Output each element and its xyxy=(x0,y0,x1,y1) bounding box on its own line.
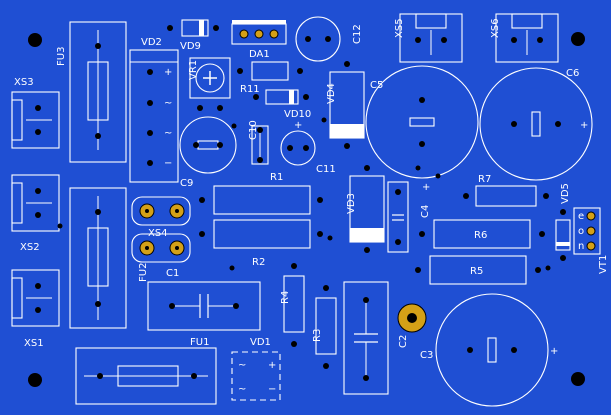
svg-text:+: + xyxy=(422,182,430,193)
label-xs4: XS4 xyxy=(148,228,168,239)
label-r11: R11 xyxy=(240,84,260,95)
bridge-vd2: + ~ ~ − xyxy=(129,49,179,183)
resistor-r1 xyxy=(199,185,323,215)
label-fu1: FU1 xyxy=(190,337,209,348)
label-xs5: XS5 xyxy=(394,18,405,38)
capacitor-c12 xyxy=(295,16,341,62)
label-vr1: VR1 xyxy=(188,60,199,80)
resistor-r2 xyxy=(199,219,323,249)
transistor-vt1: e o n xyxy=(573,207,601,255)
vt1-pin-mid: o xyxy=(578,226,584,237)
connector-xs4 xyxy=(131,196,191,263)
capacitor-c6: + xyxy=(479,67,593,181)
svg-text:~: ~ xyxy=(164,128,172,139)
label-xs1: XS1 xyxy=(24,338,44,349)
connector-xs6 xyxy=(495,13,559,63)
label-vd9: VD9 xyxy=(180,41,201,52)
fuse-fu2 xyxy=(69,187,127,329)
trimmer-vr1 xyxy=(189,57,231,111)
label-c1: C1 xyxy=(166,268,179,279)
label-xs3: XS3 xyxy=(14,77,34,88)
svg-text:+: + xyxy=(294,120,302,131)
label-fu2: FU2 xyxy=(138,263,149,282)
svg-text:−: − xyxy=(164,158,172,169)
capacitor-c4 xyxy=(387,181,409,253)
capacitor-c5: + xyxy=(365,65,479,193)
connector-xs1 xyxy=(11,269,60,327)
diode-vd5 xyxy=(555,209,571,261)
regulator-da1 xyxy=(231,20,287,45)
mount-hole-tr xyxy=(571,32,585,46)
label-c10: C10 xyxy=(248,120,259,140)
fuse-fu3 xyxy=(69,21,127,163)
capacitor-c11: + xyxy=(280,120,316,166)
label-r7: R7 xyxy=(478,174,491,185)
svg-text:+: + xyxy=(164,67,172,78)
resistor-r4 xyxy=(283,263,305,347)
mounting-holes xyxy=(28,32,585,387)
gold-pad-large xyxy=(397,303,427,333)
label-fu3: FU3 xyxy=(56,47,67,66)
label-vd1: VD1 xyxy=(250,337,271,348)
diode-vd4 xyxy=(329,61,365,149)
vias xyxy=(57,117,551,271)
label-c3: C3 xyxy=(420,350,433,361)
resistor-r7 xyxy=(463,185,549,207)
label-c11: C11 xyxy=(316,164,336,175)
label-r1: R1 xyxy=(270,172,283,183)
vt1-pin-top: e xyxy=(578,211,584,222)
resistor-r3 xyxy=(315,285,337,369)
resistor-r6 xyxy=(419,219,545,249)
svg-text:+: + xyxy=(268,360,276,371)
label-r4: R4 xyxy=(280,291,291,304)
label-c5: C5 xyxy=(370,80,383,91)
label-c4: C4 xyxy=(420,205,431,218)
label-r5: R5 xyxy=(470,266,483,277)
svg-text:~: ~ xyxy=(164,98,172,109)
label-c2: C2 xyxy=(398,335,409,348)
label-vd2: VD2 xyxy=(141,37,162,48)
label-vd3: VD3 xyxy=(346,193,357,214)
svg-text:~: ~ xyxy=(238,384,246,395)
label-xs6: XS6 xyxy=(490,18,501,38)
label-r3: R3 xyxy=(312,329,323,342)
diode-vd9 xyxy=(167,19,219,37)
capacitor-c9 xyxy=(179,116,237,174)
resistor-r11 xyxy=(237,61,303,81)
connector-xs2 xyxy=(11,174,60,232)
mount-hole-bl xyxy=(28,373,42,387)
resistor-r5 xyxy=(415,255,541,285)
label-xs2: XS2 xyxy=(20,242,40,253)
mount-hole-tl xyxy=(28,33,42,47)
svg-text:+: + xyxy=(580,120,588,131)
capacitor-c3: + xyxy=(435,293,558,407)
label-r6: R6 xyxy=(474,230,487,241)
vt1-pin-bot: n xyxy=(578,241,584,252)
capacitor-c1 xyxy=(147,281,261,331)
svg-text:−: − xyxy=(268,384,276,395)
mount-hole-br xyxy=(571,372,585,386)
label-vt1: VT1 xyxy=(598,255,609,274)
capacitor-c2 xyxy=(343,281,389,395)
fuse-fu1 xyxy=(75,347,217,405)
label-c6: C6 xyxy=(566,68,579,79)
label-c9: C9 xyxy=(180,178,193,189)
connector-xs5 xyxy=(399,13,463,63)
label-c12: C12 xyxy=(352,24,363,44)
label-r2: R2 xyxy=(252,257,265,268)
bridge-vd1: ~ ~ + − xyxy=(231,351,281,401)
label-da1: DA1 xyxy=(249,49,270,60)
capacitor-c10 xyxy=(251,125,269,165)
svg-text:~: ~ xyxy=(238,360,246,371)
label-vd4: VD4 xyxy=(326,83,337,104)
svg-text:+: + xyxy=(550,346,558,357)
label-vd10: VD10 xyxy=(284,109,311,120)
label-vd5: VD5 xyxy=(560,183,571,204)
connector-xs3 xyxy=(11,91,60,149)
diode-vd3 xyxy=(349,165,385,253)
diode-vd10 xyxy=(253,89,309,105)
